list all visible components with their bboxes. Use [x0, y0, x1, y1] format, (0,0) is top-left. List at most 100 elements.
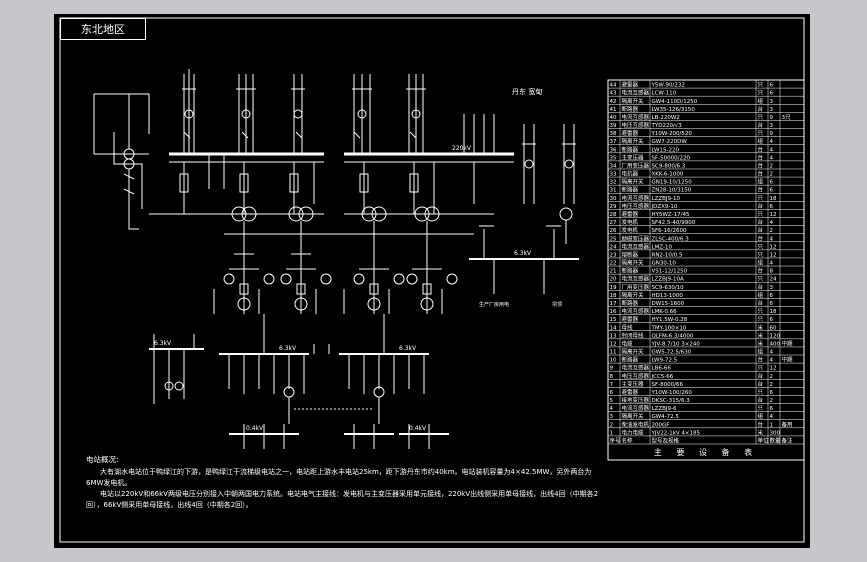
- table-cell: 15: [610, 317, 617, 323]
- table-cell: 隔离开关: [622, 291, 645, 299]
- table-cell: 9: [610, 366, 614, 372]
- table-cell: 43: [610, 91, 617, 97]
- single-line-diagram: 丹东 宽甸 220kV 6.3kV 生产厂房用电 坝顶 6.3kV 6.3kV …: [59, 17, 805, 543]
- table-cell: GN30-10: [652, 261, 677, 267]
- right-bus-drops: [344, 162, 494, 215]
- table-header-cell: 名称: [622, 437, 634, 445]
- label-04kv-b: 0.4kV: [409, 425, 427, 432]
- table-cell: SF6-16/2600: [652, 228, 687, 234]
- table-cell: 20: [610, 277, 617, 283]
- table-cell: 台: [758, 202, 764, 210]
- left-bus-feeders: [182, 69, 305, 154]
- table-cell: 3: [770, 285, 774, 291]
- table-cell: 断路器: [622, 267, 639, 275]
- table-cell: 厂用变压器: [622, 161, 650, 169]
- table-cell: 厂用变压器: [622, 283, 650, 291]
- table-cell: 台: [758, 170, 764, 178]
- plant-notes: 电站概况: 大有湖水电站位于鸭绿江的下游，是鸭绿江干流梯级电站之一，电站距上游水…: [86, 454, 608, 511]
- table-cell: 32: [610, 180, 617, 186]
- label-63kv-a: 6.3kV: [279, 345, 297, 352]
- right-bus-feeders: [352, 74, 495, 154]
- table-cell: 避雷器: [622, 315, 639, 323]
- table-header-cell: 数量: [770, 437, 782, 445]
- table-cell: SF42.5-40/9900: [652, 220, 696, 226]
- table-cell: 3只: [782, 114, 791, 121]
- table-cell: 台: [758, 234, 764, 242]
- table-cell: HY1.5W-0.28: [652, 317, 688, 323]
- table-cell: HD13-1000: [652, 293, 684, 299]
- table-cell: 台: [758, 299, 764, 307]
- left-feeder: [113, 132, 143, 209]
- table-cell: LZZBJ9-6: [652, 406, 677, 412]
- label-aux-left: 6.3kV: [154, 340, 172, 347]
- table-cell: 11: [610, 350, 617, 356]
- table-cell: 2: [770, 398, 774, 404]
- table-cell: 中期: [782, 339, 794, 347]
- table-cell: 28: [610, 212, 617, 218]
- table-cell: 38: [610, 131, 617, 137]
- table-cell: 只: [758, 130, 764, 137]
- table-cell: LZZBJ9-10: [652, 196, 681, 202]
- label-63kv-b: 6.3kV: [399, 345, 417, 352]
- table-cell: 台: [758, 186, 764, 194]
- table-cell: 3: [770, 107, 774, 113]
- table-cell: 断路器: [622, 299, 639, 307]
- table-cell: 36: [610, 147, 617, 153]
- table-cell: QLFM-6.3/4000: [652, 333, 694, 339]
- table-cell: 6: [770, 390, 774, 396]
- table-cell: LZZBJ9-10A: [652, 277, 684, 283]
- table-cell: 12: [610, 341, 617, 347]
- table-cell: 避雷器: [622, 81, 639, 89]
- table-cell: 29: [610, 204, 617, 210]
- table-cell: 400: [770, 341, 781, 347]
- table-cell: 只: [758, 82, 764, 89]
- table-cell: 12: [770, 212, 777, 218]
- table-cell: 发电机: [622, 218, 639, 226]
- table-cell: 断路器: [622, 145, 639, 153]
- table-cell: 隔离开关: [622, 348, 645, 356]
- table-cell: Y10W-200/520: [651, 131, 693, 137]
- table-cell: Y10W-100/260: [651, 390, 693, 396]
- table-cell: 封闭母线: [622, 331, 645, 339]
- table-cell: 电压互感器: [622, 121, 650, 129]
- table-cell: 米: [758, 428, 764, 436]
- table-cell: 电流互感器: [622, 275, 650, 283]
- table-cell: 18: [770, 309, 777, 315]
- table-cell: DW15-1600: [652, 301, 685, 307]
- notes-heading: 电站概况:: [86, 455, 119, 464]
- table-cell: 14: [610, 325, 617, 331]
- table-cell: HY5WZ-17/45: [652, 212, 690, 218]
- table-cell: 8: [610, 374, 614, 380]
- table-cell: 只: [758, 405, 764, 412]
- table-cell: 19: [610, 285, 617, 291]
- table-cell: 电力电缆: [622, 428, 645, 436]
- table-cell: ZLSC-400/6.3: [652, 236, 690, 242]
- table-cell: LMZ-10: [652, 244, 673, 250]
- table-cell: 35: [610, 155, 617, 161]
- table-cell: 电流互感器: [622, 404, 650, 412]
- table-cell: 3: [610, 414, 614, 420]
- table-cell: 避雷器: [622, 388, 639, 396]
- table-cell: JCC5-66: [651, 374, 674, 380]
- left-main-transformers: [224, 206, 344, 255]
- table-cell: 4: [770, 220, 774, 226]
- table-cell: 台: [758, 145, 764, 153]
- table-cell: LW9-72.5: [652, 358, 678, 364]
- table-cell: 只: [758, 308, 764, 315]
- table-cell: 电流互感器: [622, 194, 650, 202]
- table-cell: 只: [758, 90, 764, 97]
- table-cell: TMY-100×10: [651, 325, 687, 331]
- table-cell: 6: [770, 188, 774, 194]
- left-incoming-line: [93, 93, 150, 155]
- table-cell: 18: [770, 196, 777, 202]
- table-cell: 26: [610, 228, 617, 234]
- table-cell: 2: [770, 382, 774, 388]
- table-cell: 电压互感器: [622, 372, 650, 380]
- table-cell: 2: [770, 374, 774, 380]
- table-cell: 米: [758, 339, 764, 347]
- table-cell: 23: [610, 252, 617, 258]
- table-cell: 主变压器: [622, 153, 645, 161]
- table-cell: 组: [758, 97, 764, 105]
- table-cell: 台: [758, 356, 764, 364]
